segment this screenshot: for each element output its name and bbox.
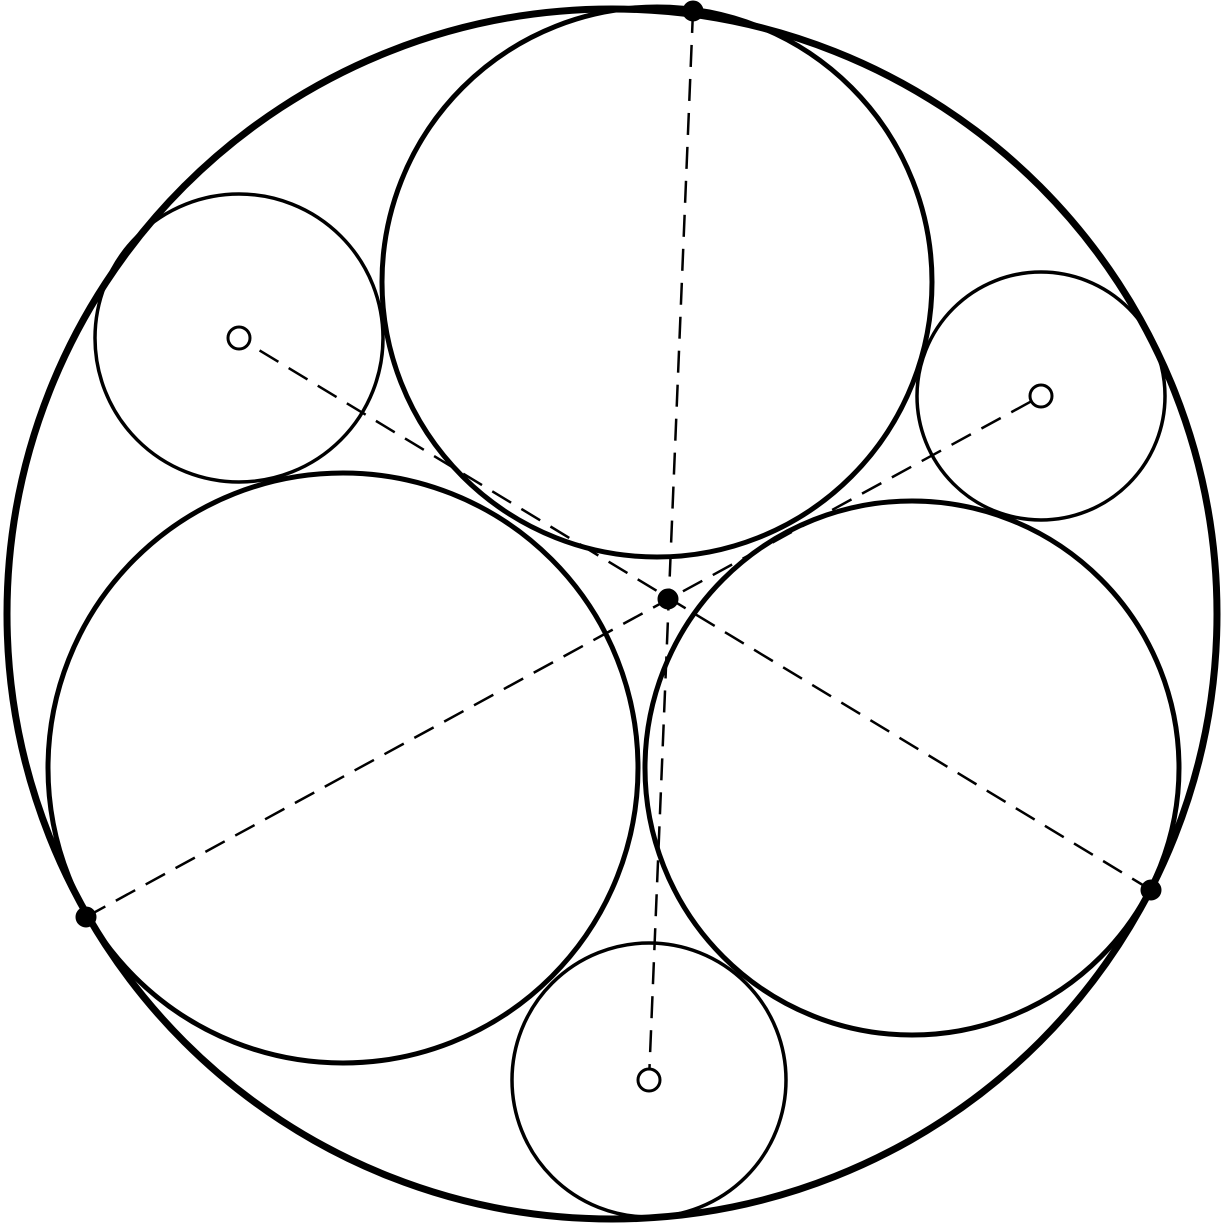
center-point: [657, 588, 679, 610]
circles-layer: [3, 4, 1221, 1223]
small-center-upper-right: [1028, 383, 1054, 409]
tangent-point-right: [1140, 879, 1162, 901]
large-circle-top: [379, 4, 935, 560]
large-circle-right: [642, 498, 1182, 1038]
dashed-line-vertical: [647, 10, 695, 1081]
tangent-point-top: [682, 0, 704, 22]
small-center-bottom: [636, 1067, 662, 1093]
small-circle-upper-left: [93, 192, 385, 484]
tangent-point-left: [75, 906, 97, 928]
dashed-line-left-up: [85, 394, 1042, 919]
dashed-line-right-up: [238, 336, 1152, 892]
points-layer: [75, 0, 1162, 1093]
outer-circle: [3, 5, 1221, 1223]
dashed-lines-layer: [85, 10, 1152, 1081]
small-center-upper-left: [226, 325, 252, 351]
small-circle-bottom: [510, 941, 788, 1219]
large-circle-left: [45, 470, 641, 1066]
small-circle-upper-right: [915, 270, 1167, 522]
